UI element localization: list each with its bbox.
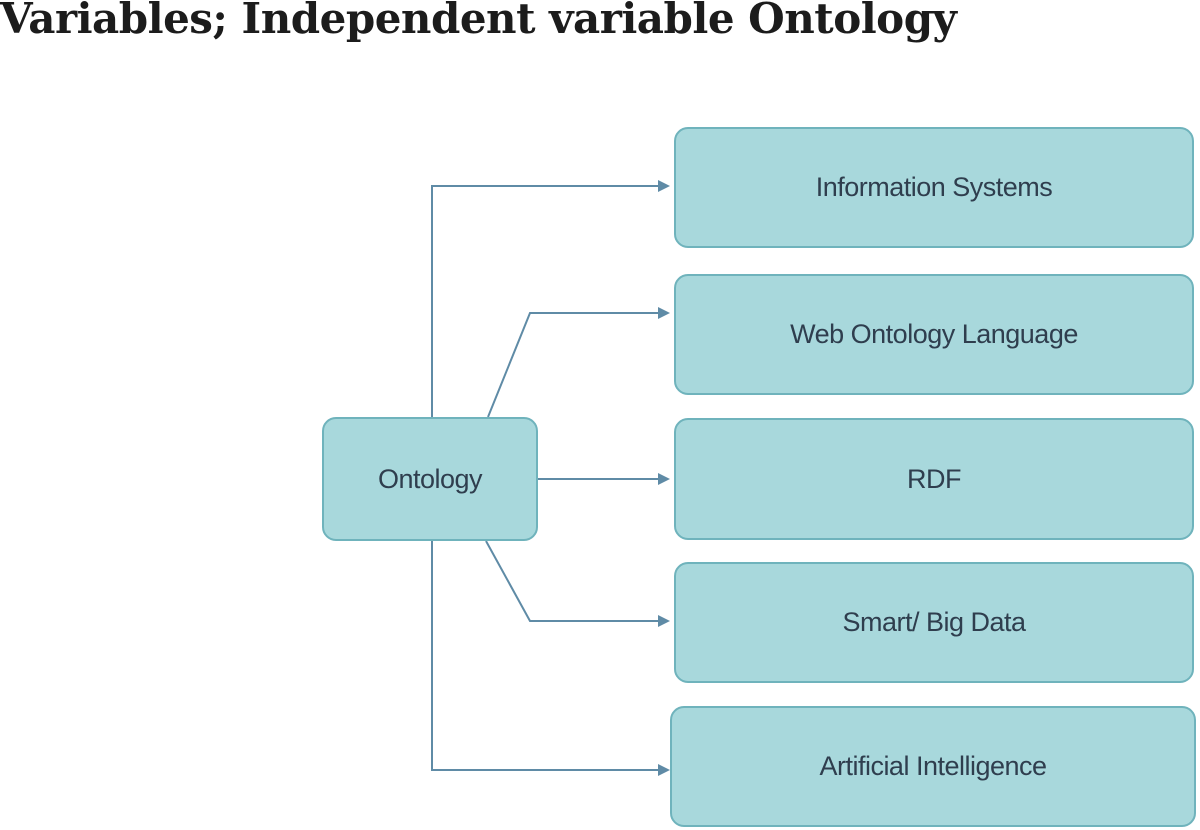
node-smart-big-data: Smart/ Big Data bbox=[674, 562, 1194, 683]
node-information-systems: Information Systems bbox=[674, 127, 1194, 248]
page-title: Variables; Independent variable Ontology bbox=[0, 0, 957, 43]
node-rdf: RDF bbox=[674, 418, 1194, 540]
node-web-ontology-language: Web Ontology Language bbox=[674, 274, 1194, 395]
node-ontology: Ontology bbox=[322, 417, 538, 541]
connector-artificial-intelligence bbox=[431, 541, 670, 776]
node-artificial-intelligence: Artificial Intelligence bbox=[670, 706, 1196, 827]
connector-smart-big-data bbox=[485, 540, 670, 627]
connector-web-ontology-language bbox=[487, 307, 670, 418]
connector-information-systems bbox=[431, 180, 670, 417]
